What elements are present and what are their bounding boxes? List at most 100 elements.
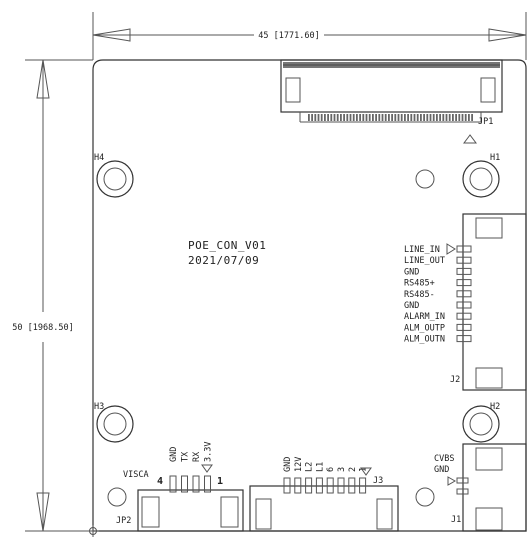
j3-pin (315, 477, 323, 494)
jp1-pin (372, 114, 374, 121)
height-dimension-label: 50 [1968.50] (12, 323, 73, 333)
j3-pin (326, 477, 334, 494)
jp2-pin-first: 4 (157, 476, 163, 487)
j3-pin-label: 6 (326, 467, 336, 472)
jp2-pin (181, 475, 188, 493)
jp1-pin (436, 114, 438, 121)
mount-hole-h3: H3 (94, 402, 134, 443)
j3-pin-label: 3 (337, 467, 347, 472)
j2-pin (456, 335, 472, 343)
jp1-pin (432, 114, 435, 121)
jp1-pin (391, 114, 393, 121)
j2-pin-label: GND (404, 267, 419, 277)
jp2-title: VISCA (123, 470, 149, 480)
j2-connector: LINE_INLINE_OUTGNDRS485+RS485-GNDALARM_I… (404, 213, 527, 391)
jp1-pin (343, 114, 345, 121)
jp1-pin (311, 114, 313, 121)
jp2-pin-label: RX (192, 451, 202, 462)
jp1-pin (407, 114, 409, 121)
j2-pin (456, 267, 472, 275)
jp1-pin (397, 114, 400, 121)
j2-pins (456, 245, 472, 343)
jp1-pin (426, 114, 429, 121)
jp1-pin (448, 114, 451, 121)
jp1-pin (410, 114, 413, 121)
jp1-pin (464, 114, 467, 121)
jp1-pin (400, 114, 403, 121)
hole-label-h3: H3 (94, 402, 104, 412)
j2-pin (456, 256, 472, 264)
j2-pin-label: RS485- (404, 290, 435, 300)
j2-pin-label: ALM_OUTN (404, 335, 445, 345)
pin1-marker-icon (201, 464, 213, 473)
jp1-pins (308, 114, 473, 121)
board-name: POE_CON_V01 (188, 239, 266, 252)
j3-pin-label: 12V (294, 457, 304, 472)
board-outline (92, 59, 527, 532)
pin1-marker-icon (360, 467, 372, 476)
jp2-pin-label: 3.3V (204, 442, 214, 462)
jp1-pin (471, 114, 473, 121)
board-date: 2021/07/09 (188, 254, 259, 267)
mount-hole-h1: H1 (462, 153, 500, 198)
j2-pin (456, 312, 472, 320)
jp1-pin (317, 114, 320, 121)
j2-pin (456, 323, 472, 331)
j3-pin (305, 477, 313, 494)
jp1-pin (413, 114, 416, 121)
jp1-pin (439, 114, 441, 121)
jp1-pin (320, 114, 323, 121)
jp1-pin (429, 114, 432, 121)
jp1-pin (324, 114, 326, 121)
j2-pin-label: LINE_OUT (404, 256, 445, 266)
j1-pin-label: GND (434, 465, 449, 475)
j3-pin-label: 1 (359, 467, 369, 472)
j3-pin (283, 477, 291, 494)
j2-pin-label: RS485+ (404, 279, 435, 289)
jp2-pin (204, 475, 211, 493)
jp1-pin (394, 114, 397, 121)
jp1-pin (423, 114, 425, 121)
jp1-pin (381, 114, 384, 121)
mount-hole-h4: H4 (94, 153, 134, 198)
width-dimension-label: 45 [1771.60] (258, 31, 319, 41)
j2-pin-label: GND (404, 301, 419, 311)
j1-pin-label: CVBS (434, 454, 454, 464)
jp1-pin (445, 114, 448, 121)
jp1-pin (314, 114, 317, 121)
jp1-pin (327, 114, 329, 121)
jp1-pin (468, 114, 470, 121)
jp1-pin (333, 114, 336, 121)
jp1-pin (384, 114, 387, 121)
pin1-marker-icon (463, 134, 477, 144)
jp2-pin-label: GND (169, 447, 179, 462)
j3-pins (283, 477, 367, 494)
j3-label: J3 (373, 476, 383, 486)
jp1-pin (420, 114, 422, 121)
jp2-pin-last: 1 (217, 476, 223, 487)
jp1-pin (458, 114, 461, 121)
jp1-pin (336, 114, 339, 121)
j3-pin-label: 2 (348, 467, 358, 472)
jp1-pin (404, 114, 406, 121)
jp1-pin (359, 114, 361, 121)
jp1-pin (378, 114, 381, 121)
jp1-pin (452, 114, 454, 121)
j2-pin (456, 245, 472, 253)
j3-pin (359, 477, 367, 494)
hole-label-h2: H2 (490, 402, 500, 412)
jp1-pin (375, 114, 377, 121)
fiducial (107, 487, 127, 507)
width-dimension: 45 [1771.60] (92, 12, 527, 60)
jp1-pin (356, 114, 358, 121)
jp1-pin (388, 114, 390, 121)
jp1-pin (330, 114, 333, 121)
j2-pin-label: ALM_OUTP (404, 323, 445, 333)
fiducial (415, 169, 435, 189)
mount-hole-h2: H2 (462, 402, 500, 443)
